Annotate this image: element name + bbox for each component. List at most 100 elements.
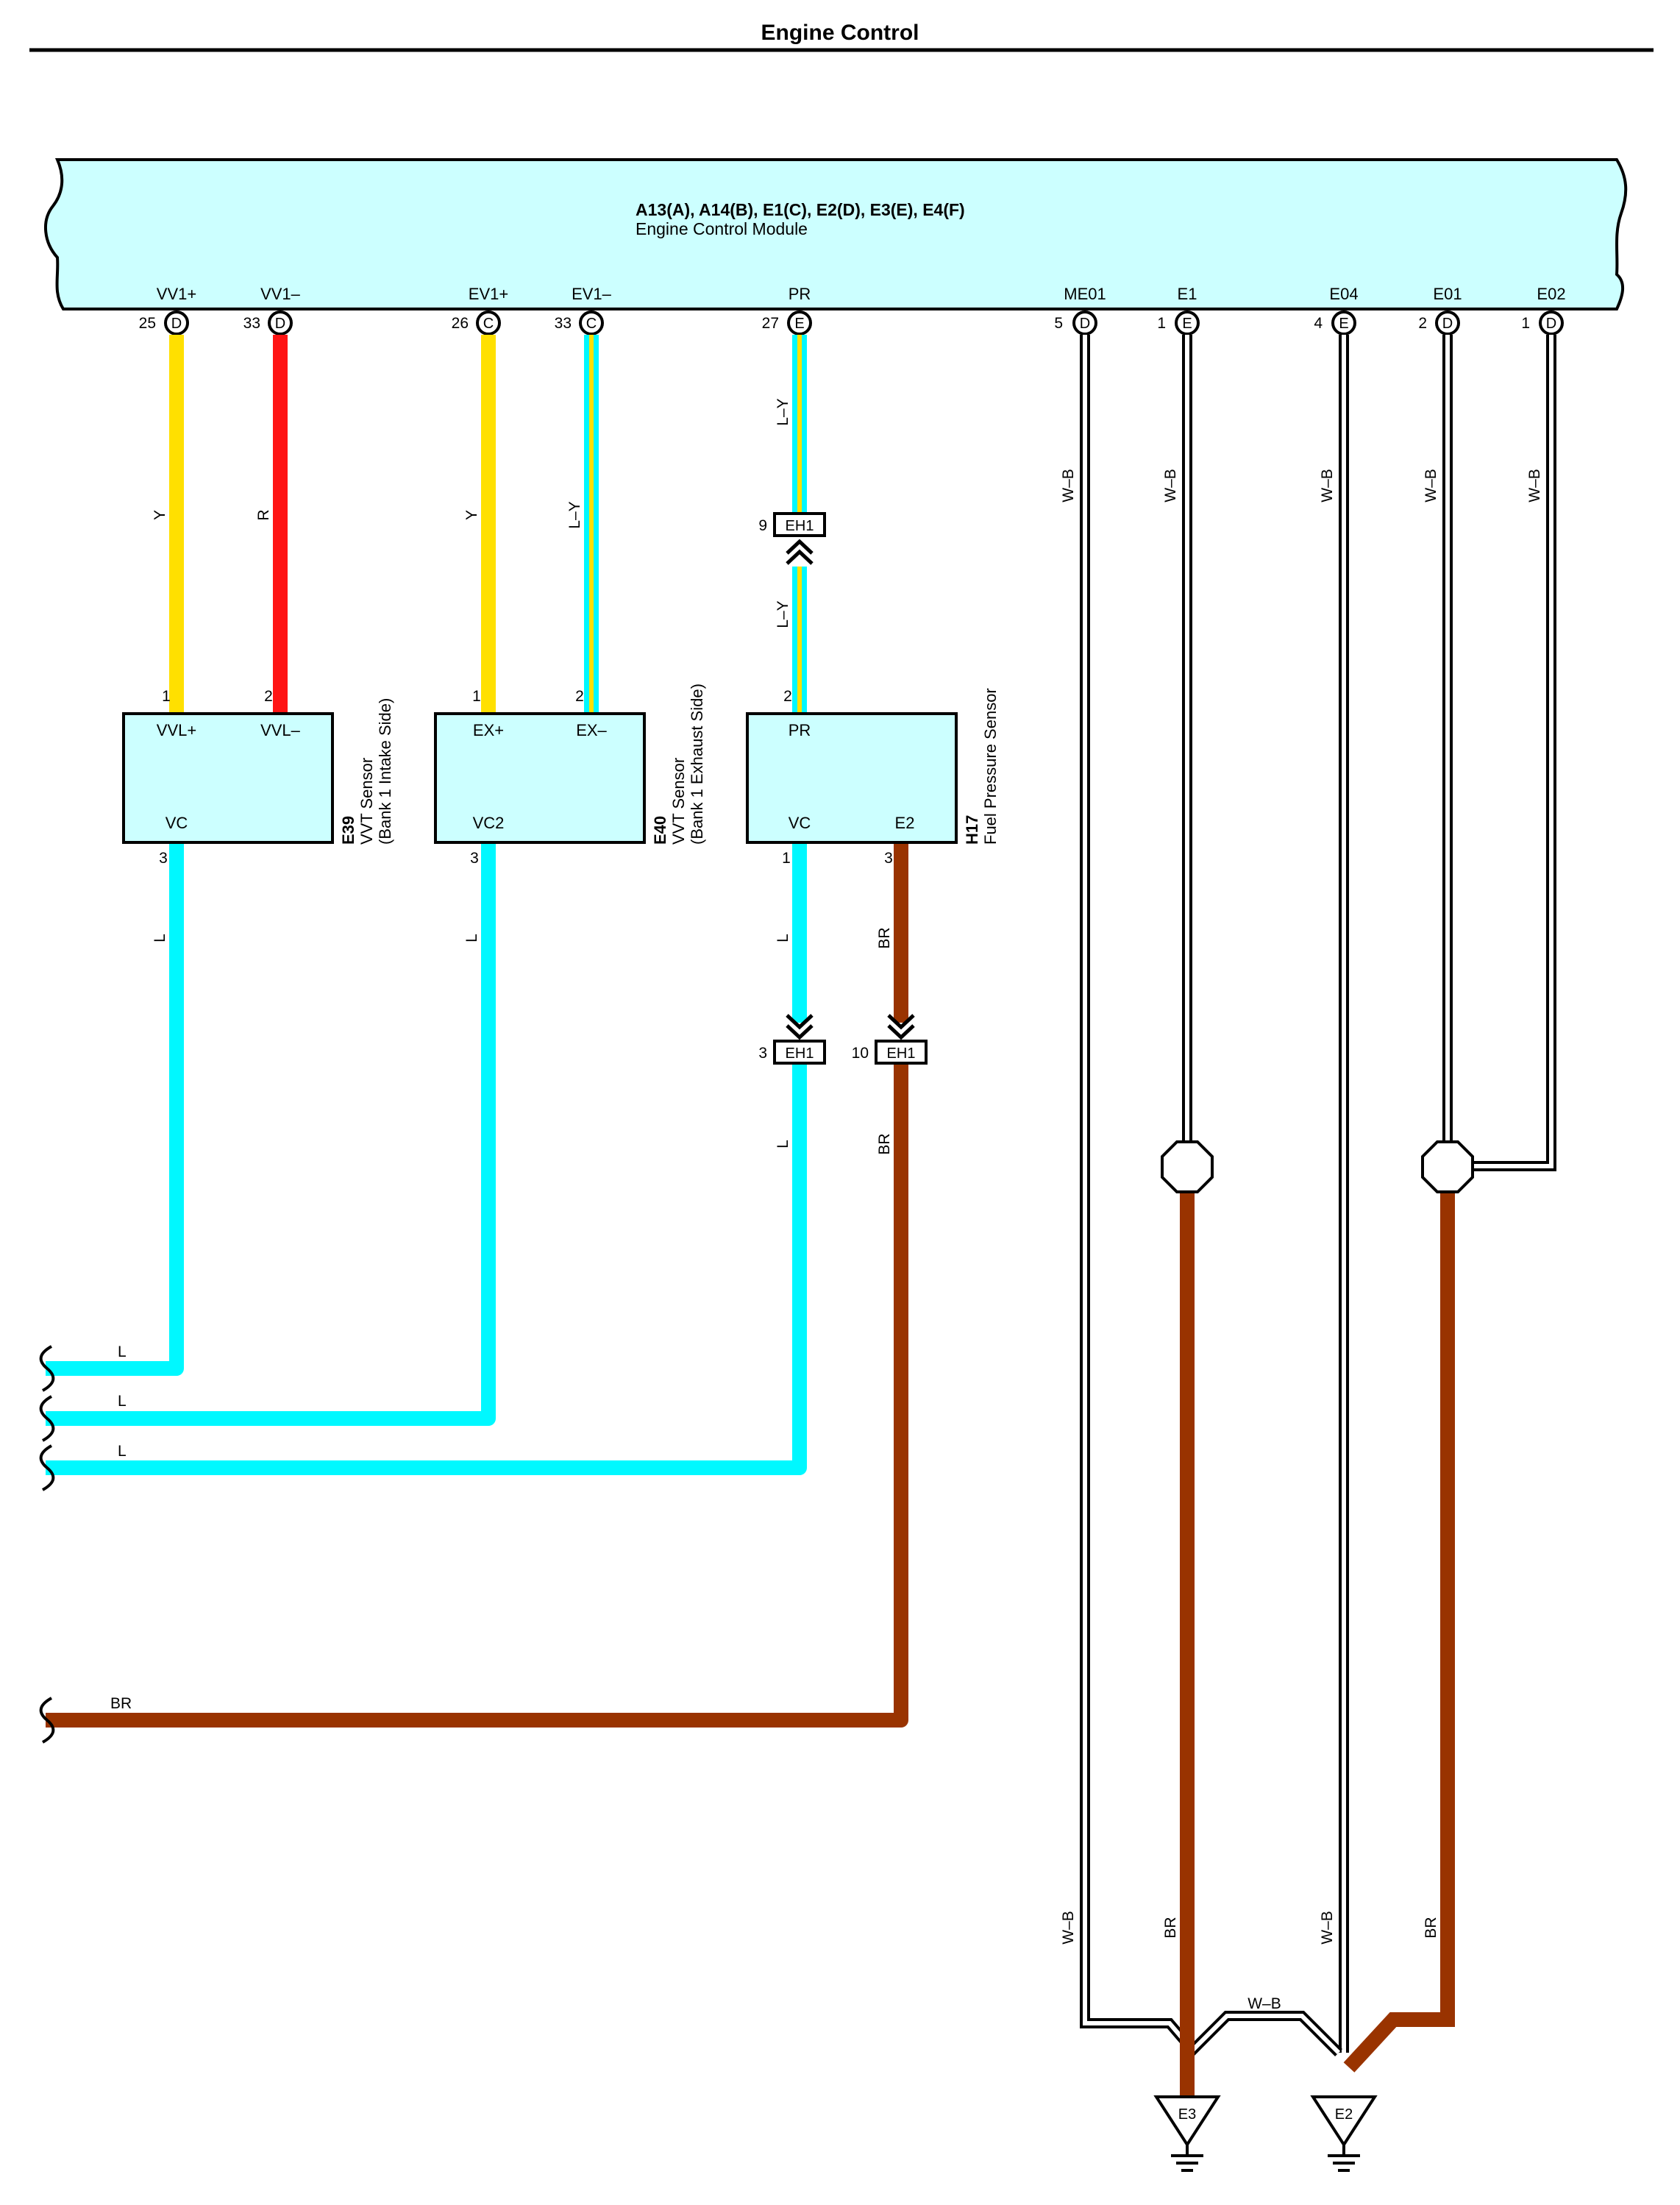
pin-connector: D	[1080, 316, 1090, 332]
e39-pin3: 3	[159, 850, 168, 867]
h17-terminal-vc: VC	[789, 814, 811, 832]
page-title: Engine Control	[761, 21, 919, 45]
e40-terminal-exm: EX–	[576, 721, 607, 739]
ground-label: E2	[1335, 2106, 1353, 2123]
component-h17: 2 1 3 PR VC E2 H17 Fuel Pressure Sensor	[746, 688, 1000, 867]
wire-h17-vc-l-lower	[46, 1063, 807, 1475]
chevron-down-icon	[887, 1014, 915, 1030]
wire-ground-bridge-wb	[1186, 2011, 1342, 2056]
pin-label: EV1–	[572, 285, 612, 303]
h17-terminal-pr: PR	[789, 721, 811, 739]
wire-e39-vc-l	[46, 842, 184, 1376]
pin-number: 1	[1157, 315, 1166, 332]
pin-number: 33	[555, 315, 572, 332]
ecm-pin-e02: E02 1 D	[1521, 285, 1566, 335]
e40-terminal-vc2: VC2	[473, 814, 505, 832]
pin-connector: D	[1546, 316, 1556, 332]
e39-box	[122, 712, 334, 844]
h17-terminal-e2: E2	[895, 814, 915, 832]
e40-name: VVT Sensor	[669, 758, 688, 845]
wire-label: L–Y	[775, 600, 791, 628]
connector-eh1-pin9: EH1 9	[758, 512, 826, 565]
pin-circle	[787, 310, 812, 335]
ground-triangle	[1153, 2095, 1221, 2148]
eh1-name: EH1	[786, 518, 814, 534]
wire-label: W–B	[1060, 469, 1077, 503]
ecm-pin-e01: E01 2 D	[1418, 285, 1462, 335]
h17-pin-pr: 2	[783, 688, 792, 705]
wire-label: L	[775, 934, 791, 942]
e40-terminal-exp: EX+	[473, 721, 504, 739]
pin-connector: D	[171, 316, 182, 332]
e39-pin1: 1	[162, 688, 171, 705]
pin-label: EV1+	[469, 285, 508, 303]
h17-code: H17	[963, 815, 981, 845]
e39-terminal-vc: VC	[165, 814, 188, 832]
break-mark	[39, 1345, 55, 1392]
e40-code: E40	[651, 816, 669, 845]
wire-label: W–B	[1162, 469, 1179, 503]
pin-number: 5	[1054, 315, 1063, 332]
connector-eh1-pin10: EH1 10	[852, 1014, 928, 1065]
chevron-down-icon	[786, 1024, 814, 1040]
wire-label: BR	[876, 1133, 893, 1154]
wire-label: W–B	[1526, 469, 1543, 503]
component-e39: 1 2 3 VVL+ VVL– VC E39 VVT Sensor (Bank …	[122, 688, 394, 867]
h17-name: Fuel Pressure Sensor	[981, 688, 1000, 845]
ecm-pin-ev1p: EV1+ 26 C	[452, 285, 508, 335]
ground-e3: E3	[1153, 2095, 1221, 2172]
wire-label: BR	[110, 1695, 132, 1712]
wire-label: BR	[876, 927, 893, 948]
ground-label: E3	[1178, 2106, 1196, 2123]
h17-box	[746, 712, 958, 844]
h17-pin-e2: 3	[884, 850, 893, 867]
pin-label: E02	[1537, 285, 1565, 303]
wire-label: BR	[1423, 1917, 1439, 1938]
wire-label: L	[118, 1343, 127, 1360]
eh1-box	[875, 1040, 928, 1065]
pin-number: 25	[139, 315, 156, 332]
wire-label: L	[775, 1140, 791, 1148]
e39-terminal-vvlm: VVL–	[260, 721, 301, 739]
pin-circle	[268, 310, 293, 335]
pin-connector: E	[1182, 316, 1192, 332]
ecm-pin-vv1p: VV1+ 25 D	[139, 285, 196, 335]
e39-note: (Bank 1 Intake Side)	[376, 698, 394, 845]
e39-terminal-vvlp: VVL+	[157, 721, 196, 739]
ecm-body	[44, 158, 1628, 310]
eh1-box	[773, 1040, 826, 1065]
break-mark	[39, 1697, 55, 1744]
wire-label: L	[152, 934, 168, 942]
pin-label: PR	[789, 285, 811, 303]
component-e40: 1 2 3 EX+ EX– VC2 E40 VVT Sensor (Bank 1…	[434, 683, 706, 867]
wire-label: L	[463, 934, 480, 942]
wire-label: L	[118, 1443, 127, 1460]
pin-label: ME01	[1064, 285, 1106, 303]
pin-label: E1	[1178, 285, 1197, 303]
e40-pin1: 1	[472, 688, 481, 705]
connector-eh1-pin3: EH1 3	[758, 1014, 826, 1065]
eh1-pin: 9	[758, 517, 767, 534]
pin-circle	[1331, 310, 1356, 335]
pin-circle	[1435, 310, 1460, 335]
wire-label: L–Y	[566, 501, 583, 528]
pin-circle	[1175, 310, 1200, 335]
pin-connector: E	[794, 316, 804, 332]
wire-e40-vc2-l	[46, 842, 496, 1426]
eh1-name: EH1	[887, 1045, 916, 1062]
chevron-up-icon	[786, 549, 814, 565]
ground-e2: E2	[1310, 2095, 1378, 2172]
chevron-down-icon	[786, 1014, 814, 1030]
pin-label: VV1+	[157, 285, 196, 303]
pin-label: E01	[1433, 285, 1462, 303]
e39-code: E39	[339, 816, 357, 845]
pin-circle	[579, 310, 604, 335]
ecm-pin-ev1m: EV1– 33 C	[555, 285, 612, 335]
pin-number: 2	[1418, 315, 1427, 332]
ground-triangle	[1310, 2095, 1378, 2148]
ecm-pin-vv1m: VV1– 33 D	[243, 285, 301, 335]
e40-pin3: 3	[470, 850, 479, 867]
pin-circle	[1072, 310, 1097, 335]
pin-connector: C	[483, 316, 494, 332]
wire-h17-e2-br-lower	[46, 1063, 908, 1728]
